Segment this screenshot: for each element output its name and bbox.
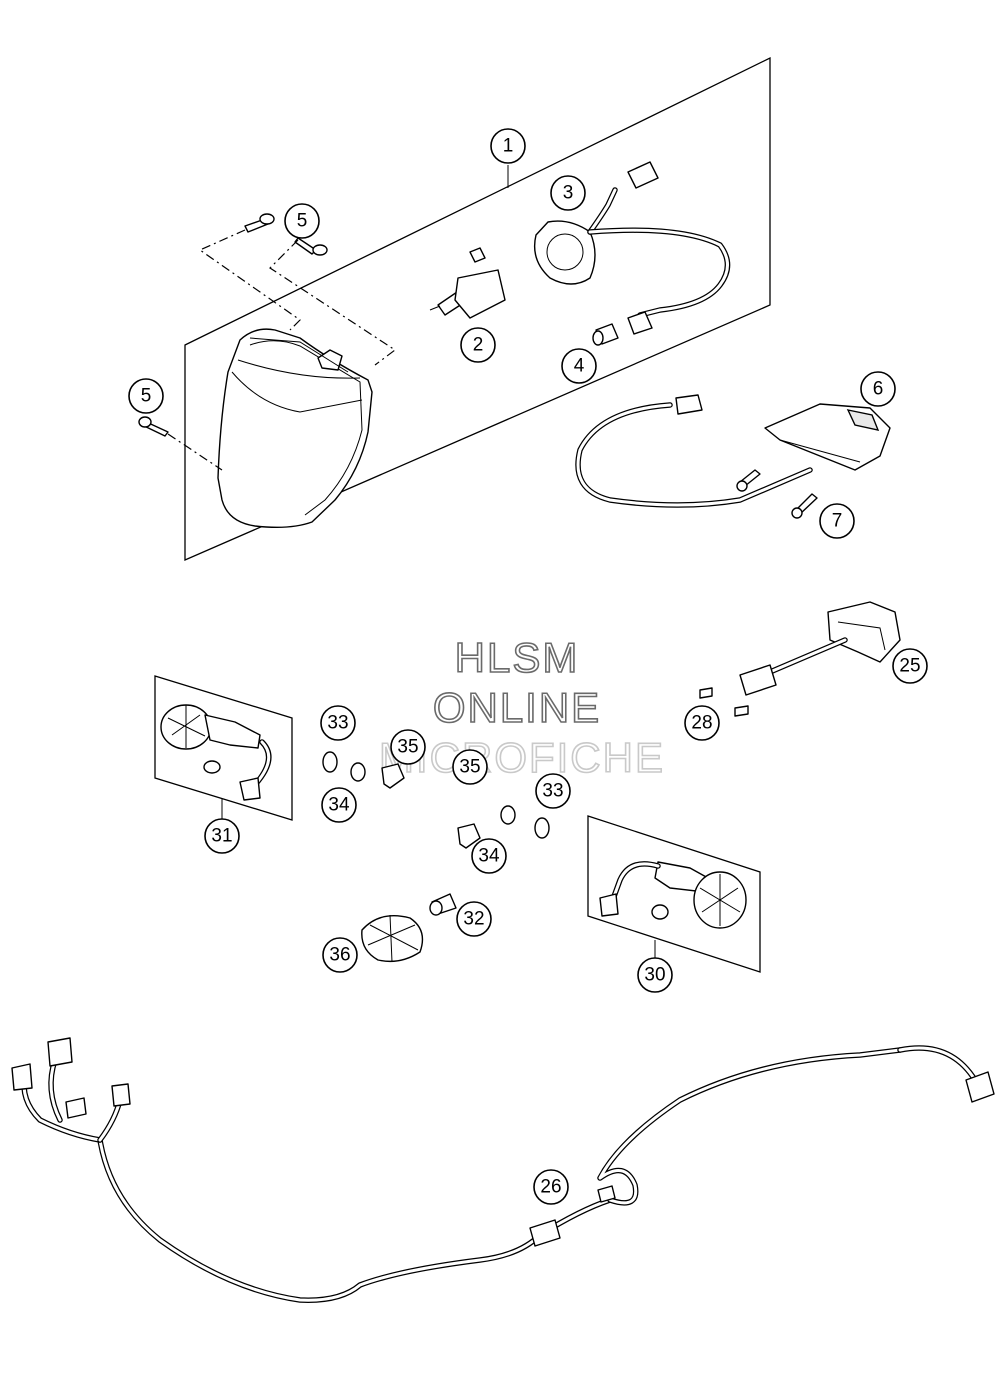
callout-36: 36	[322, 937, 358, 973]
left-turn-signal-frame	[154, 675, 293, 821]
callout-7: 7	[819, 503, 855, 539]
callout-label: 4	[574, 356, 585, 377]
headlight-bolts	[138, 213, 397, 471]
callout-label: 28	[691, 713, 712, 734]
callout-label: 25	[899, 656, 920, 677]
watermark-line-3: MICROFICHE	[379, 734, 665, 781]
callout-label: 7	[832, 511, 843, 532]
turn-signal-bulb	[429, 893, 457, 916]
right-turn-signal	[599, 861, 747, 929]
callout-6: 6	[860, 371, 896, 407]
position-light-wire	[575, 394, 813, 508]
callout-label: 34	[328, 795, 350, 816]
headlight-assembly-frame	[184, 56, 771, 561]
callout-35-left: 35	[390, 729, 426, 765]
callout-label: 32	[463, 909, 484, 930]
callout-33-right: 33	[535, 773, 571, 809]
callout-label: 34	[478, 846, 500, 867]
parking-bulb	[592, 323, 619, 346]
callout-label: 5	[141, 386, 152, 407]
callout-5-left: 5	[128, 378, 164, 414]
tail-light	[699, 601, 901, 717]
callout-25: 25	[892, 648, 928, 684]
callout-label: 2	[473, 335, 484, 356]
callout-label: 5	[297, 211, 308, 232]
callout-label: 33	[542, 781, 563, 802]
headlight-housing	[217, 328, 373, 529]
callout-32: 32	[456, 901, 492, 937]
callout-2: 2	[460, 327, 496, 363]
callout-label: 35	[397, 737, 418, 758]
bulb-socket-wire	[533, 161, 731, 335]
watermark-line-2: ONLINE	[433, 684, 601, 731]
right-turn-signal-frame	[587, 815, 761, 973]
callout-label: 31	[211, 826, 232, 847]
callout-30: 30	[637, 957, 673, 993]
callout-34-left: 34	[321, 787, 357, 823]
position-light	[764, 403, 891, 471]
callout-26: 26	[533, 1169, 569, 1205]
callout-label: 3	[563, 183, 574, 204]
washers-nuts	[322, 751, 550, 849]
callout-28: 28	[684, 705, 720, 741]
callout-35-right: 35	[452, 749, 488, 785]
callout-label: 1	[503, 136, 514, 157]
callout-label: 35	[459, 757, 480, 778]
callout-label: 30	[644, 965, 665, 986]
wiring-harness	[11, 1037, 995, 1303]
callout-3: 3	[550, 175, 586, 211]
callout-34-right: 34	[471, 838, 507, 874]
turn-signal-lens	[361, 914, 424, 963]
callout-label: 26	[540, 1177, 561, 1198]
callout-33-left: 33	[320, 705, 356, 741]
watermark: HLSM ONLINE MICROFICHE	[378, 633, 665, 782]
callout-label: 33	[327, 713, 348, 734]
callout-label: 6	[873, 379, 884, 400]
callout-4: 4	[561, 348, 597, 384]
headlight-bulb	[429, 247, 506, 319]
left-turn-signal	[160, 704, 272, 801]
callout-1: 1	[490, 128, 526, 164]
callout-label: 36	[329, 945, 350, 966]
callout-31: 31	[204, 818, 240, 854]
watermark-line-1: HLSM	[455, 634, 580, 681]
callout-5-top: 5	[284, 203, 320, 239]
screws-7	[736, 469, 818, 519]
